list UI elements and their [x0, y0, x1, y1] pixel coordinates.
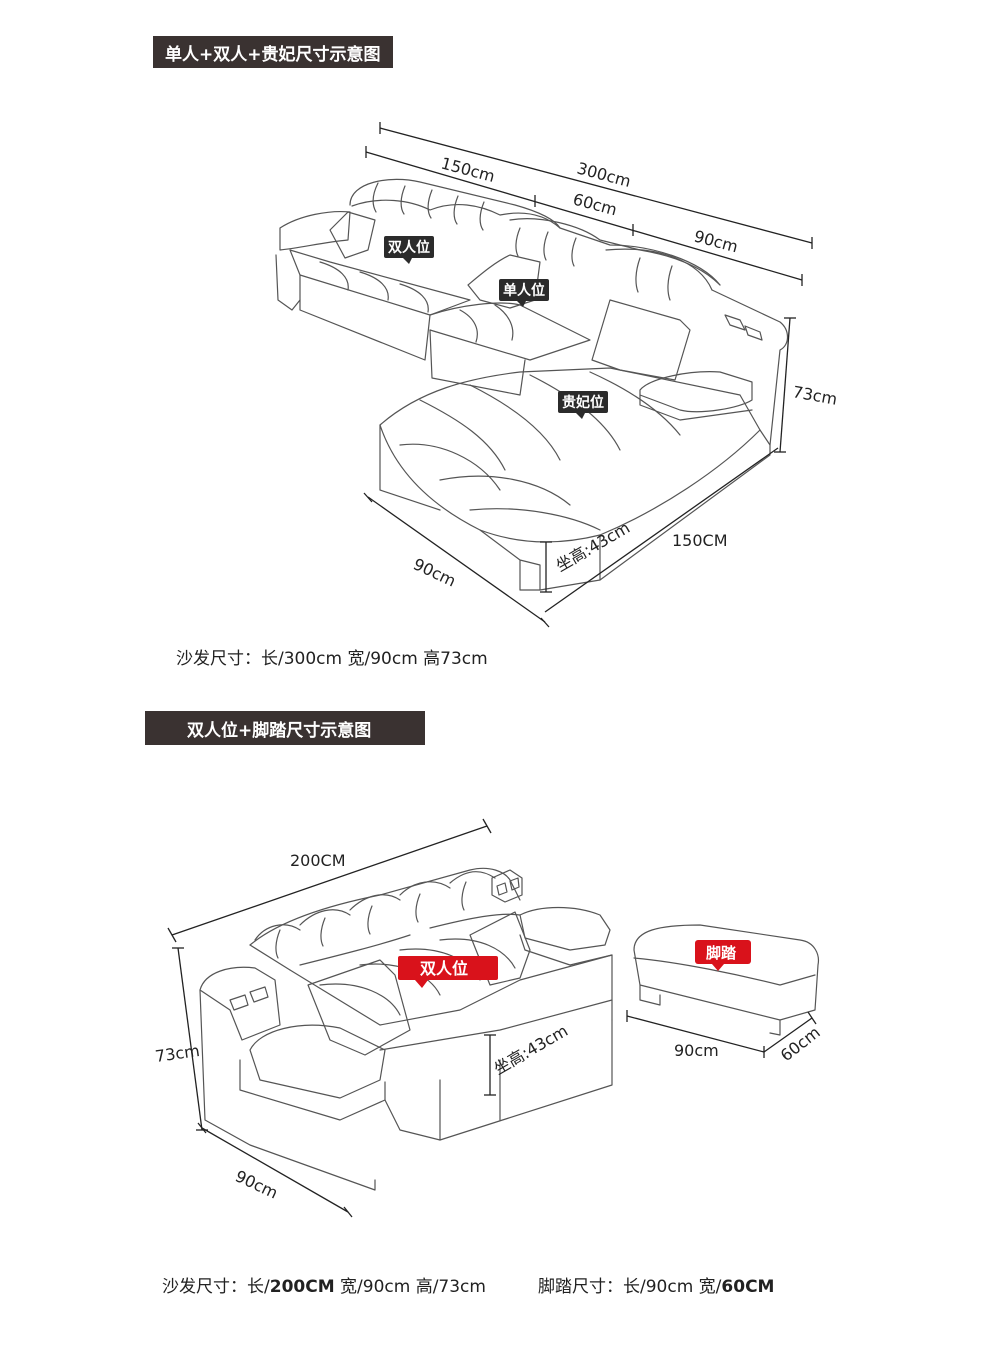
section-banner-loveseat-ottoman: 双人位+脚踏尺寸示意图: [145, 711, 425, 745]
section-banner-corner-sofa: 单人+双人+贵妃尺寸示意图: [153, 36, 393, 68]
tag-single-seat: 单人位: [499, 279, 549, 307]
dim-label-90cm-chaise: 90cm: [410, 554, 459, 590]
ottoman-size-caption: 脚踏尺寸：长/90cm 宽/60CM: [538, 1277, 775, 1297]
loveseat-dimension-labels: 200CM 73cm 90cm 坐高:43cm 90cm 60cm: [154, 851, 824, 1203]
dim-label-73cm-loveseat: 73cm: [154, 1041, 201, 1066]
svg-text:双人位: 双人位: [420, 959, 468, 978]
dim-label-150cm-top: 150cm: [439, 154, 497, 187]
corner-sofa-dimension-lines: [363, 122, 813, 628]
loveseat-dimension-lines: [167, 818, 817, 1218]
dim-label-60cm-ottoman: 60cm: [777, 1023, 824, 1066]
dim-label-90cm-loveseat: 90cm: [232, 1166, 281, 1202]
loveseat-drawing: [199, 867, 820, 1191]
loveseat-size-caption: 沙发尺寸：长/200CM 宽/90cm 高/73cm: [162, 1277, 486, 1297]
dim-label-73cm: 73cm: [791, 382, 838, 408]
dim-label-300cm: 300cm: [575, 159, 633, 192]
svg-text:双人位: 双人位: [388, 239, 430, 256]
corner-sofa-dimension-labels: 150cm 300cm 60cm 90cm 73cm 150CM 90cm 坐高…: [410, 154, 838, 591]
tag-double-seat-2: 双人位: [398, 956, 498, 988]
dim-label-150cm-chaise: 150CM: [672, 531, 728, 550]
tag-chaise-seat: 贵妃位: [558, 391, 608, 419]
svg-text:单人位: 单人位: [503, 282, 545, 299]
dim-label-90cm-ottoman: 90cm: [674, 1041, 719, 1060]
svg-text:贵妃位: 贵妃位: [562, 394, 604, 411]
dim-label-90cm-top: 90cm: [692, 227, 740, 257]
corner-sofa-size-caption: 沙发尺寸：长/300cm 宽/90cm 高73cm: [176, 649, 488, 669]
corner-sofa-drawing: [275, 178, 789, 591]
tag-ottoman: 脚踏: [695, 940, 751, 971]
tag-double-seat-1: 双人位: [384, 236, 434, 264]
dim-label-200cm: 200CM: [290, 851, 346, 870]
svg-text:脚踏: 脚踏: [706, 944, 737, 962]
